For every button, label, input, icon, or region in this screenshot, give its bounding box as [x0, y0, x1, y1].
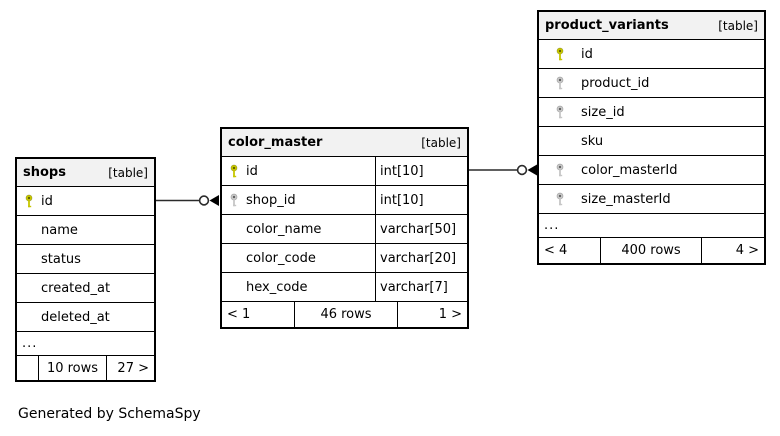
column-type: int[10]: [375, 186, 467, 214]
column-name: color_code: [246, 250, 316, 266]
table-row: color_code varchar[20]: [222, 243, 467, 272]
table-row: size_id: [539, 97, 764, 126]
table-header-color-master[interactable]: color_master [table]: [222, 129, 467, 156]
table-row: id int[10]: [222, 156, 467, 185]
primary-key-icon: [25, 194, 33, 208]
table-row: created_at: [17, 273, 154, 302]
table-row: color_name varchar[50]: [222, 214, 467, 243]
table-tag: [table]: [718, 18, 758, 33]
column-name: color_masterId: [581, 162, 678, 178]
column-name: size_masterId: [581, 191, 671, 207]
table-title: color_master: [228, 135, 323, 150]
column-name: name: [41, 222, 78, 238]
column-name: hex_code: [246, 279, 308, 295]
foreign-key-icon: [556, 76, 564, 90]
arrowhead-icon: [209, 195, 219, 206]
row-count: 46 rows: [320, 307, 372, 322]
foreign-key-icon: [230, 193, 238, 207]
zero-cardinality-circle: [198, 195, 210, 206]
pager-next: 4 >: [701, 238, 764, 263]
table-header-shops[interactable]: shops [table]: [17, 159, 154, 186]
pager-prev: [17, 356, 39, 380]
column-name: sku: [581, 133, 604, 149]
table-row: size_masterId: [539, 184, 764, 213]
primary-key-icon: [556, 47, 564, 61]
zero-cardinality-circle: [516, 164, 528, 176]
foreign-key-icon: [556, 192, 564, 206]
relation-line-color-master-to-product-variants: [469, 164, 537, 176]
column-name: id: [581, 46, 593, 62]
column-name: size_id: [581, 104, 625, 120]
column-name: status: [41, 251, 81, 267]
pager-prev: < 1: [222, 302, 295, 327]
table-row: id: [539, 39, 764, 68]
table-tag: [table]: [108, 165, 148, 180]
table-tag: [table]: [421, 135, 461, 150]
arrowhead-icon: [527, 164, 537, 176]
generated-by-label: Generated by SchemaSpy: [18, 406, 201, 422]
table-row: shop_id int[10]: [222, 185, 467, 214]
column-type: varchar[20]: [375, 244, 467, 272]
table-row: product_id: [539, 68, 764, 97]
column-type: varchar[7]: [375, 273, 467, 301]
foreign-key-icon: [556, 105, 564, 119]
table-footer: < 1 46 rows 1 >: [222, 301, 467, 327]
table-row: color_masterId: [539, 155, 764, 184]
table-title: shops: [23, 165, 66, 180]
table-row: name: [17, 215, 154, 244]
table-row: status: [17, 244, 154, 273]
relation-line-shops-to-color-master: [156, 195, 219, 206]
pager-next: 27 >: [106, 356, 154, 380]
table-row: sku: [539, 126, 764, 155]
column-name: created_at: [41, 280, 111, 296]
hidden-columns-indicator: ...: [17, 331, 154, 355]
primary-key-icon: [230, 164, 238, 178]
table-title: product_variants: [545, 18, 669, 33]
pager-next: 1 >: [397, 302, 467, 327]
column-name: color_name: [246, 221, 322, 237]
table-node-product-variants[interactable]: product_variants [table] id product_id s…: [537, 10, 766, 265]
hidden-columns-indicator: ...: [539, 213, 764, 237]
row-count: 400 rows: [621, 243, 681, 258]
table-row: deleted_at: [17, 302, 154, 331]
column-name: product_id: [581, 75, 650, 91]
table-row: hex_code varchar[7]: [222, 272, 467, 301]
table-row: id: [17, 186, 154, 215]
column-name: deleted_at: [41, 309, 110, 325]
column-type: int[10]: [375, 157, 467, 185]
table-node-color-master[interactable]: color_master [table] id int[10] shop_id …: [220, 127, 469, 329]
row-count: 10 rows: [46, 360, 99, 376]
foreign-key-icon: [556, 163, 564, 177]
column-type: varchar[50]: [375, 215, 467, 243]
column-name: id: [41, 193, 53, 209]
column-name: id: [246, 163, 258, 179]
table-node-shops[interactable]: shops [table] id name status created_at …: [15, 157, 156, 382]
table-footer: < 4 400 rows 4 >: [539, 237, 764, 263]
pager-prev: < 4: [539, 238, 601, 263]
column-name: shop_id: [246, 192, 296, 208]
table-header-product-variants[interactable]: product_variants [table]: [539, 12, 764, 39]
table-footer: 10 rows 27 >: [17, 355, 154, 380]
